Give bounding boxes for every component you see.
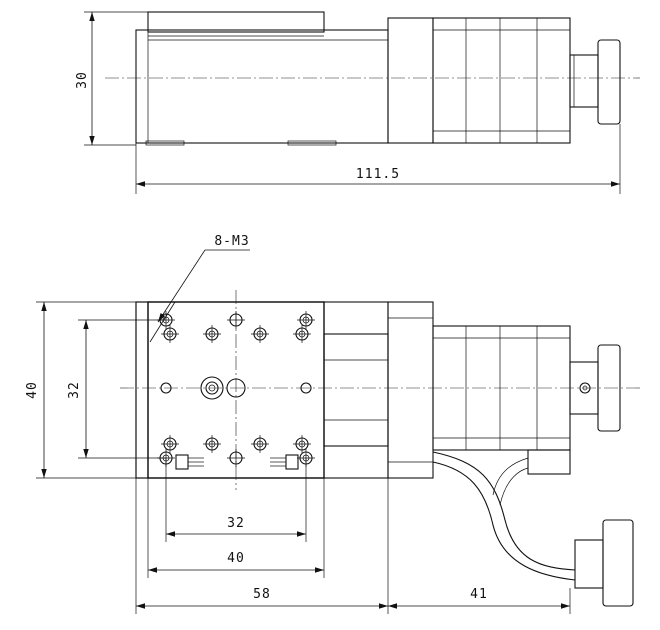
plain-hole bbox=[227, 449, 245, 467]
side-motor-body bbox=[432, 17, 571, 144]
side-hole-right bbox=[300, 382, 312, 394]
dim-label-motor-length: 41 bbox=[470, 587, 488, 602]
cable-connector-knob bbox=[602, 519, 634, 607]
plain-hole bbox=[227, 311, 245, 329]
center-hole-right bbox=[226, 378, 246, 398]
m3-hole bbox=[161, 435, 179, 453]
side-foot-left bbox=[145, 140, 185, 146]
side-hole-left bbox=[160, 382, 172, 394]
dim-label-hole-spacing: 32 bbox=[227, 516, 245, 531]
limit-switch-left bbox=[175, 454, 189, 470]
m3-hole bbox=[203, 325, 221, 343]
limit-switch-right bbox=[285, 454, 299, 470]
dim-label-side-height: 30 bbox=[75, 71, 90, 89]
top-view: 8-M3 40 32 32 40 58 41 bbox=[25, 234, 640, 614]
m3-hole bbox=[293, 325, 311, 343]
m3-hole bbox=[161, 325, 179, 343]
side-view: 30 111.5 bbox=[75, 11, 640, 194]
dim-label-table-width: 40 bbox=[227, 551, 245, 566]
m3-hole bbox=[293, 435, 311, 453]
m3-hole bbox=[297, 311, 315, 329]
center-bore bbox=[200, 376, 224, 400]
mounting-holes bbox=[157, 311, 315, 467]
m3-hole bbox=[203, 435, 221, 453]
cable-connector-body bbox=[574, 539, 604, 589]
top-motor-flange bbox=[387, 301, 434, 479]
side-motor-flange bbox=[387, 17, 434, 144]
m3-hole bbox=[251, 435, 269, 453]
dim-label-total-length: 111.5 bbox=[356, 167, 400, 182]
dim-label-inner-height: 32 bbox=[67, 381, 82, 399]
cable-inner bbox=[432, 461, 576, 581]
dim-label-top-height: 40 bbox=[25, 381, 40, 399]
top-knob bbox=[597, 344, 621, 432]
m3-hole bbox=[251, 325, 269, 343]
side-foot-right bbox=[287, 140, 337, 146]
cable-outer bbox=[432, 451, 576, 571]
top-guide bbox=[135, 301, 149, 479]
callout-label: 8-M3 bbox=[214, 234, 249, 249]
side-body bbox=[135, 29, 389, 144]
top-screw-housing bbox=[323, 333, 389, 447]
side-table-plate bbox=[147, 11, 325, 33]
side-knob bbox=[597, 39, 621, 125]
top-connector-block bbox=[527, 449, 571, 475]
dim-label-body-length: 58 bbox=[253, 587, 271, 602]
callout-leader bbox=[157, 249, 206, 323]
